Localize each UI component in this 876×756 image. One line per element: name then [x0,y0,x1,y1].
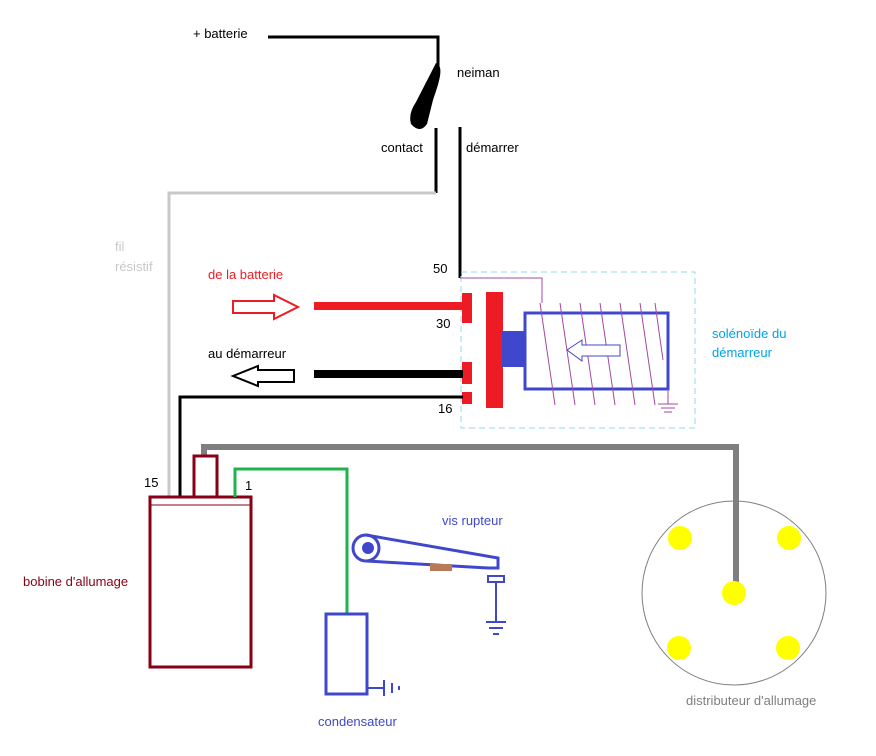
coil-body [148,495,253,669]
starter-output-arrow [230,364,295,388]
label-solenoid-line1: solénoïde du [712,326,786,341]
distributor-center-contact [722,581,746,605]
label-contact: contact [381,140,423,155]
neiman-switch [268,35,462,278]
terminal-1-wire [233,467,349,614]
label-neiman: neiman [457,65,500,80]
label-terminal-1: 1 [245,478,252,493]
label-terminal-30: 30 [436,316,450,331]
breaker-arm-lower [365,559,489,570]
moving-contact-bar [486,292,503,408]
resistive-wire [167,191,436,497]
distributor-contact-tr [777,526,801,550]
ignition-coil [148,454,253,669]
label-fil: fil [115,239,125,254]
neiman-switch-lever [410,63,441,129]
solenoid-outline [460,271,696,429]
breaker-pivot-center [362,542,374,554]
label-resistif: résistif [115,259,153,274]
distributor-contact-br [776,636,800,660]
distributor-cap [641,500,827,686]
label-coil: bobine d'allumage [23,574,128,589]
ht-lead-wire [201,444,739,585]
label-terminal-15: 15 [144,475,158,490]
contact-16-plate [462,362,472,384]
label-breaker: vis rupteur [442,513,503,528]
battery-feed-cable [314,302,463,310]
contact-30-plate [462,293,472,323]
solenoid-plunger [502,331,526,367]
capacitor-body [324,612,369,696]
label-to-starter: au démarreur [208,346,287,361]
solenoid-direction-arrow [566,339,621,362]
label-distributor: distributeur d'allumage [686,693,816,708]
distributor-contact-bl [667,636,691,660]
terminal-16-wire [178,395,463,497]
terminal-50-wire [460,277,543,303]
capacitor [324,612,400,696]
coil-tower [192,454,219,499]
contact-16b-plate [462,392,472,404]
battery-input-arrow [232,293,301,321]
battery-plus-wire [268,35,440,70]
breaker-rubbing-block [430,564,452,571]
label-demarrer: démarrer [466,140,519,155]
distributor [641,500,827,686]
label-solenoid-line2: démarreur [712,345,773,360]
starter-solenoid [460,271,696,429]
label-terminal-16: 16 [438,401,452,416]
contact-breaker [351,533,506,635]
solenoid-coil-body [523,311,670,391]
breaker-arm [365,533,500,570]
label-from-battery: de la batterie [208,267,283,282]
distributor-contact-tl [668,526,692,550]
starter-output-cable [314,370,463,378]
label-terminal-50: 50 [433,261,447,276]
label-battery-plus: + batterie [193,26,248,41]
label-capacitor: condensateur [318,714,397,729]
breaker-fixed-contact [487,575,505,583]
solenoid-ground-symbol [658,389,678,413]
